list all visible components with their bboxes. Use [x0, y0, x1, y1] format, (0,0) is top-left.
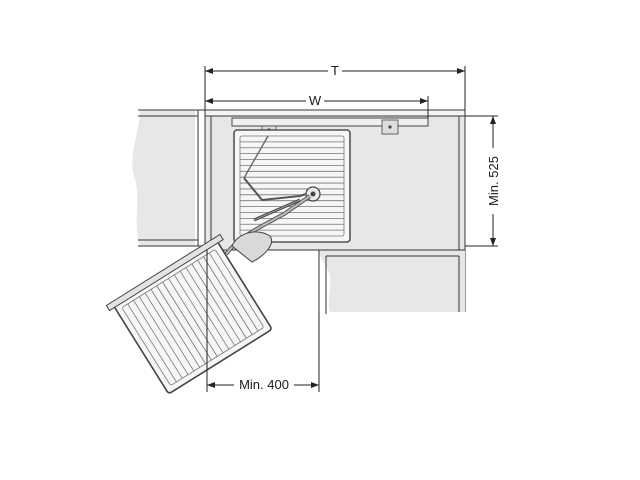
inner-basket-frame-inner — [239, 135, 345, 237]
basket-wire — [156, 285, 206, 364]
dim-w-label-bg — [306, 92, 324, 108]
basket-wire — [168, 278, 218, 357]
dim-t-arrow-right — [457, 68, 465, 74]
dim-w-arrow-left — [205, 98, 213, 104]
left-cabinet-run — [132, 110, 195, 246]
dim-400-arrow-right — [311, 382, 319, 388]
dim-w-label: W — [309, 93, 322, 108]
basket-wire — [127, 303, 177, 383]
inner-basket-frame — [233, 129, 351, 243]
corner-cabinet-back-panel — [204, 109, 466, 117]
dim-t-label-bg — [328, 62, 342, 78]
dim-t-label: T — [331, 63, 339, 78]
basket-wire — [133, 300, 183, 379]
basket-wire — [150, 289, 201, 368]
linkage-diagonal-bar-highlight — [253, 199, 301, 221]
dim-t-arrow-left — [205, 68, 213, 74]
basket-wire — [185, 267, 236, 346]
basket-wire — [208, 252, 259, 332]
dim-525-label-bg — [484, 148, 502, 214]
dim-400-arrow-left — [207, 382, 215, 388]
guide-rail — [231, 117, 429, 127]
basket-wire — [197, 260, 247, 339]
dimension-arrows — [205, 68, 496, 388]
dim-400-label-bg — [234, 376, 294, 393]
basket-wire — [191, 263, 241, 343]
pivot-hub-center — [310, 191, 316, 197]
basket-wire — [179, 270, 230, 350]
swing-arm-link — [243, 135, 269, 179]
outer-basket-front-panel — [105, 233, 224, 312]
dim-min-400-label: Min. 400 — [239, 377, 289, 392]
dim-525-arrow-bottom — [490, 238, 496, 246]
pullout-linkage — [224, 194, 312, 263]
basket-wire — [203, 256, 253, 335]
rail-screw-right — [388, 125, 392, 129]
dim-525-arrow-top — [490, 116, 496, 124]
basket-wire — [173, 274, 224, 354]
basket-wire — [138, 296, 189, 375]
outer-basket-wires — [127, 252, 259, 383]
linkage-bracket — [231, 231, 272, 263]
basket-wire — [162, 281, 212, 361]
dim-min-525-label: Min. 525 — [486, 156, 501, 206]
inner-basket — [233, 129, 351, 243]
outer-basket — [105, 233, 272, 394]
dim-w-arrow-right — [420, 98, 428, 104]
adjoining-cabinet-body — [318, 250, 465, 312]
basket-wire — [144, 292, 195, 372]
linkage-arm-inner — [225, 195, 311, 255]
